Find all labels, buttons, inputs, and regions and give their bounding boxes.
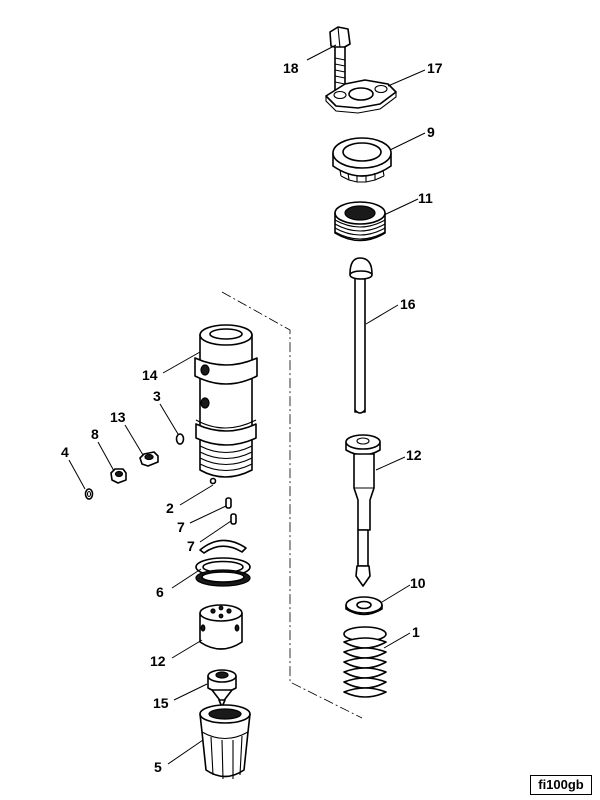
callout-16: 16 <box>400 296 416 312</box>
callout-18: 18 <box>283 60 299 76</box>
part-12-valve-needle <box>345 434 381 587</box>
part-15-nozzle <box>207 669 237 708</box>
assembly-guide-line <box>221 291 363 719</box>
callout-13: 13 <box>110 409 126 425</box>
callout-12-upper: 12 <box>406 447 422 463</box>
callout-4: 4 <box>61 444 69 460</box>
callout-7-upper: 7 <box>177 519 185 535</box>
leader-lines <box>68 44 426 765</box>
callout-6: 6 <box>156 584 164 600</box>
part-18-bolt <box>329 26 351 96</box>
figure-id-label: fi100gb <box>530 775 592 795</box>
part-9-retaining-nut <box>332 137 392 183</box>
callout-5: 5 <box>154 759 162 775</box>
callout-2: 2 <box>166 500 174 516</box>
part-13-stud <box>139 451 159 467</box>
callout-3: 3 <box>153 388 161 404</box>
part-7-dowel-pin-lower <box>230 513 237 525</box>
part-6-spring-shim <box>195 539 251 587</box>
callout-1: 1 <box>412 624 420 640</box>
callout-11: 11 <box>418 190 433 206</box>
part-17-flange-plate <box>325 79 397 114</box>
callout-8: 8 <box>91 426 99 442</box>
callout-7-lower: 7 <box>187 538 195 554</box>
part-16-push-rod <box>349 257 373 414</box>
callout-9: 9 <box>427 124 435 140</box>
callout-14: 14 <box>142 367 158 383</box>
callout-15: 15 <box>153 695 169 711</box>
part-1-pressure-spring <box>343 626 387 698</box>
callout-17: 17 <box>427 60 443 76</box>
part-11-threaded-sleeve <box>334 201 386 242</box>
part-3-o-ring <box>175 433 185 445</box>
part-10-shim-washer <box>345 596 383 616</box>
part-12-intermediate-disc <box>199 604 243 650</box>
part-8-nut <box>110 468 127 484</box>
part-7-dowel-pin-upper <box>225 497 232 509</box>
part-4-seal-ring <box>84 488 94 500</box>
part-5-nozzle-cap-nut <box>199 704 251 780</box>
callout-10: 10 <box>410 575 426 591</box>
part-14-holder-body <box>194 324 258 478</box>
callout-12-lower: 12 <box>150 653 166 669</box>
part-2-ball <box>209 477 217 485</box>
